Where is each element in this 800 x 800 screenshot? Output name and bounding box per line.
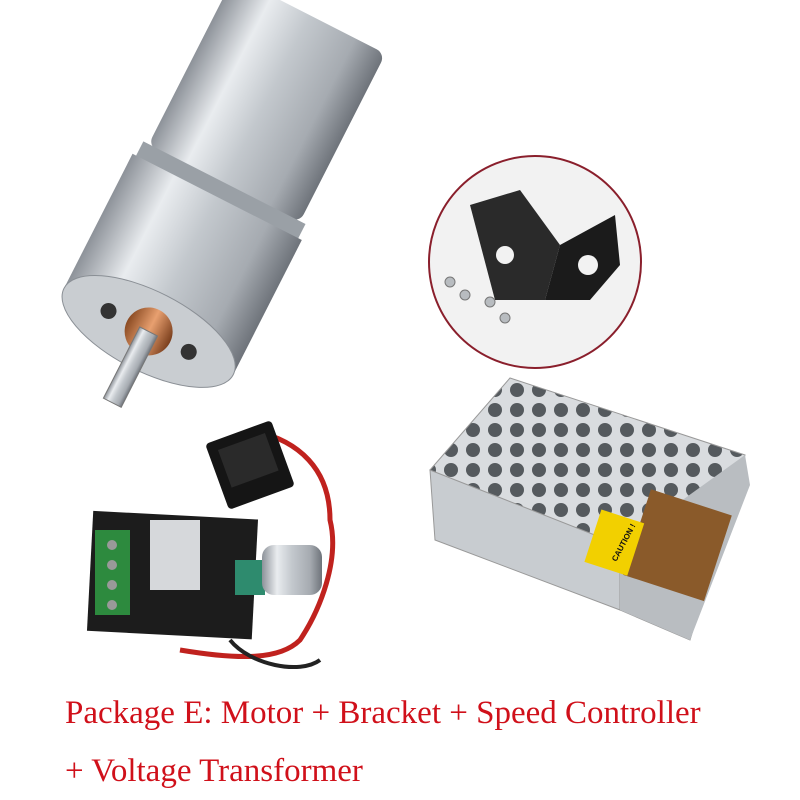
power-supply: CAUTION ! bbox=[429, 377, 750, 641]
bracket-inset bbox=[428, 155, 642, 369]
package-caption-line1: Package E: Motor + Bracket + Speed Contr… bbox=[65, 695, 701, 731]
gear-motor bbox=[61, 0, 383, 408]
package-caption-line2: + Voltage Transformer bbox=[65, 753, 363, 789]
speed-controller bbox=[86, 421, 336, 669]
